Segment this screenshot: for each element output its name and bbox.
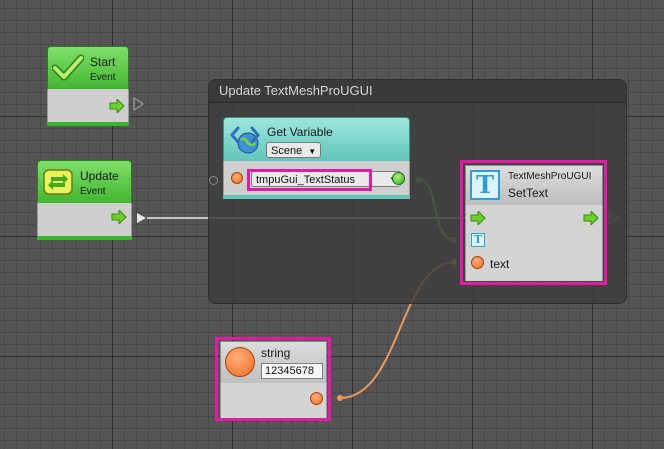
update-node-header[interactable]: Update Event: [37, 160, 132, 205]
get-variable-node[interactable]: Get Variable Scene ▼ tmpuGui_TextStatus …: [223, 117, 410, 199]
string-type-icon: [225, 347, 255, 377]
variable-name-dropdown[interactable]: tmpuGui_TextStatus ▼: [251, 171, 401, 187]
scope-dropdown[interactable]: Scene ▼: [266, 142, 322, 158]
settext-category: TextMeshProUGUI: [508, 171, 592, 182]
scope-dropdown-value: Scene: [271, 145, 303, 157]
flow-out-arrow-icon[interactable]: [109, 99, 125, 113]
variable-globe-icon: [230, 126, 260, 154]
flow-wire-arrow: [137, 213, 146, 223]
string-node[interactable]: string 12345678: [220, 341, 327, 418]
settext-title: SetText: [508, 186, 549, 200]
get-variable-footer: [223, 195, 410, 199]
get-variable-header[interactable]: Get Variable Scene ▼: [223, 117, 410, 163]
start-node-header[interactable]: Start Event: [47, 46, 129, 91]
settext-header[interactable]: T TextMeshProUGUI SetText: [465, 165, 603, 207]
text-input-port[interactable]: [471, 256, 484, 269]
variable-output-port[interactable]: [392, 172, 405, 185]
flow-out-arrow-icon[interactable]: [111, 210, 127, 224]
start-node-title: Start: [90, 55, 116, 69]
string-header[interactable]: string 12345678: [220, 341, 327, 385]
loop-icon: [43, 169, 73, 195]
update-node-body: [37, 203, 132, 236]
settext-node[interactable]: T TextMeshProUGUI SetText T text: [465, 165, 603, 281]
text-icon: T: [470, 170, 500, 200]
string-highlight: [215, 337, 331, 421]
variable-name-value: tmpuGui_TextStatus: [256, 174, 356, 186]
text-port-label: text: [490, 257, 510, 271]
flow-in-arrow-icon[interactable]: [470, 211, 486, 225]
string-output-port[interactable]: [310, 392, 323, 405]
target-text-icon[interactable]: T: [471, 233, 485, 247]
string-value-field[interactable]: 12345678: [261, 363, 323, 379]
flow-out-arrow-icon[interactable]: [583, 211, 599, 225]
variable-input-port[interactable]: [231, 172, 243, 184]
update-node-footer: [37, 236, 132, 240]
update-node-subtitle: Event: [80, 186, 106, 197]
start-event-node[interactable]: Start Event: [47, 46, 129, 126]
get-variable-title: Get Variable: [267, 125, 333, 139]
settext-body: T text: [465, 205, 603, 281]
get-variable-left-port[interactable]: [209, 176, 218, 185]
start-node-body: [47, 89, 129, 122]
group-title[interactable]: Update TextMeshProUGUI: [209, 80, 626, 103]
update-event-node[interactable]: Update Event: [37, 160, 132, 240]
checkmark-icon: [52, 54, 84, 81]
start-out-triangle[interactable]: [133, 97, 144, 111]
string-title: string: [261, 346, 291, 360]
update-node-title: Update: [80, 169, 119, 183]
chevron-down-icon: ▼: [308, 147, 317, 156]
start-node-subtitle: Event: [90, 72, 116, 83]
variable-name-highlight: [247, 169, 372, 191]
start-node-footer: [47, 122, 129, 126]
string-body: [220, 383, 327, 418]
settext-highlight: [460, 160, 607, 285]
